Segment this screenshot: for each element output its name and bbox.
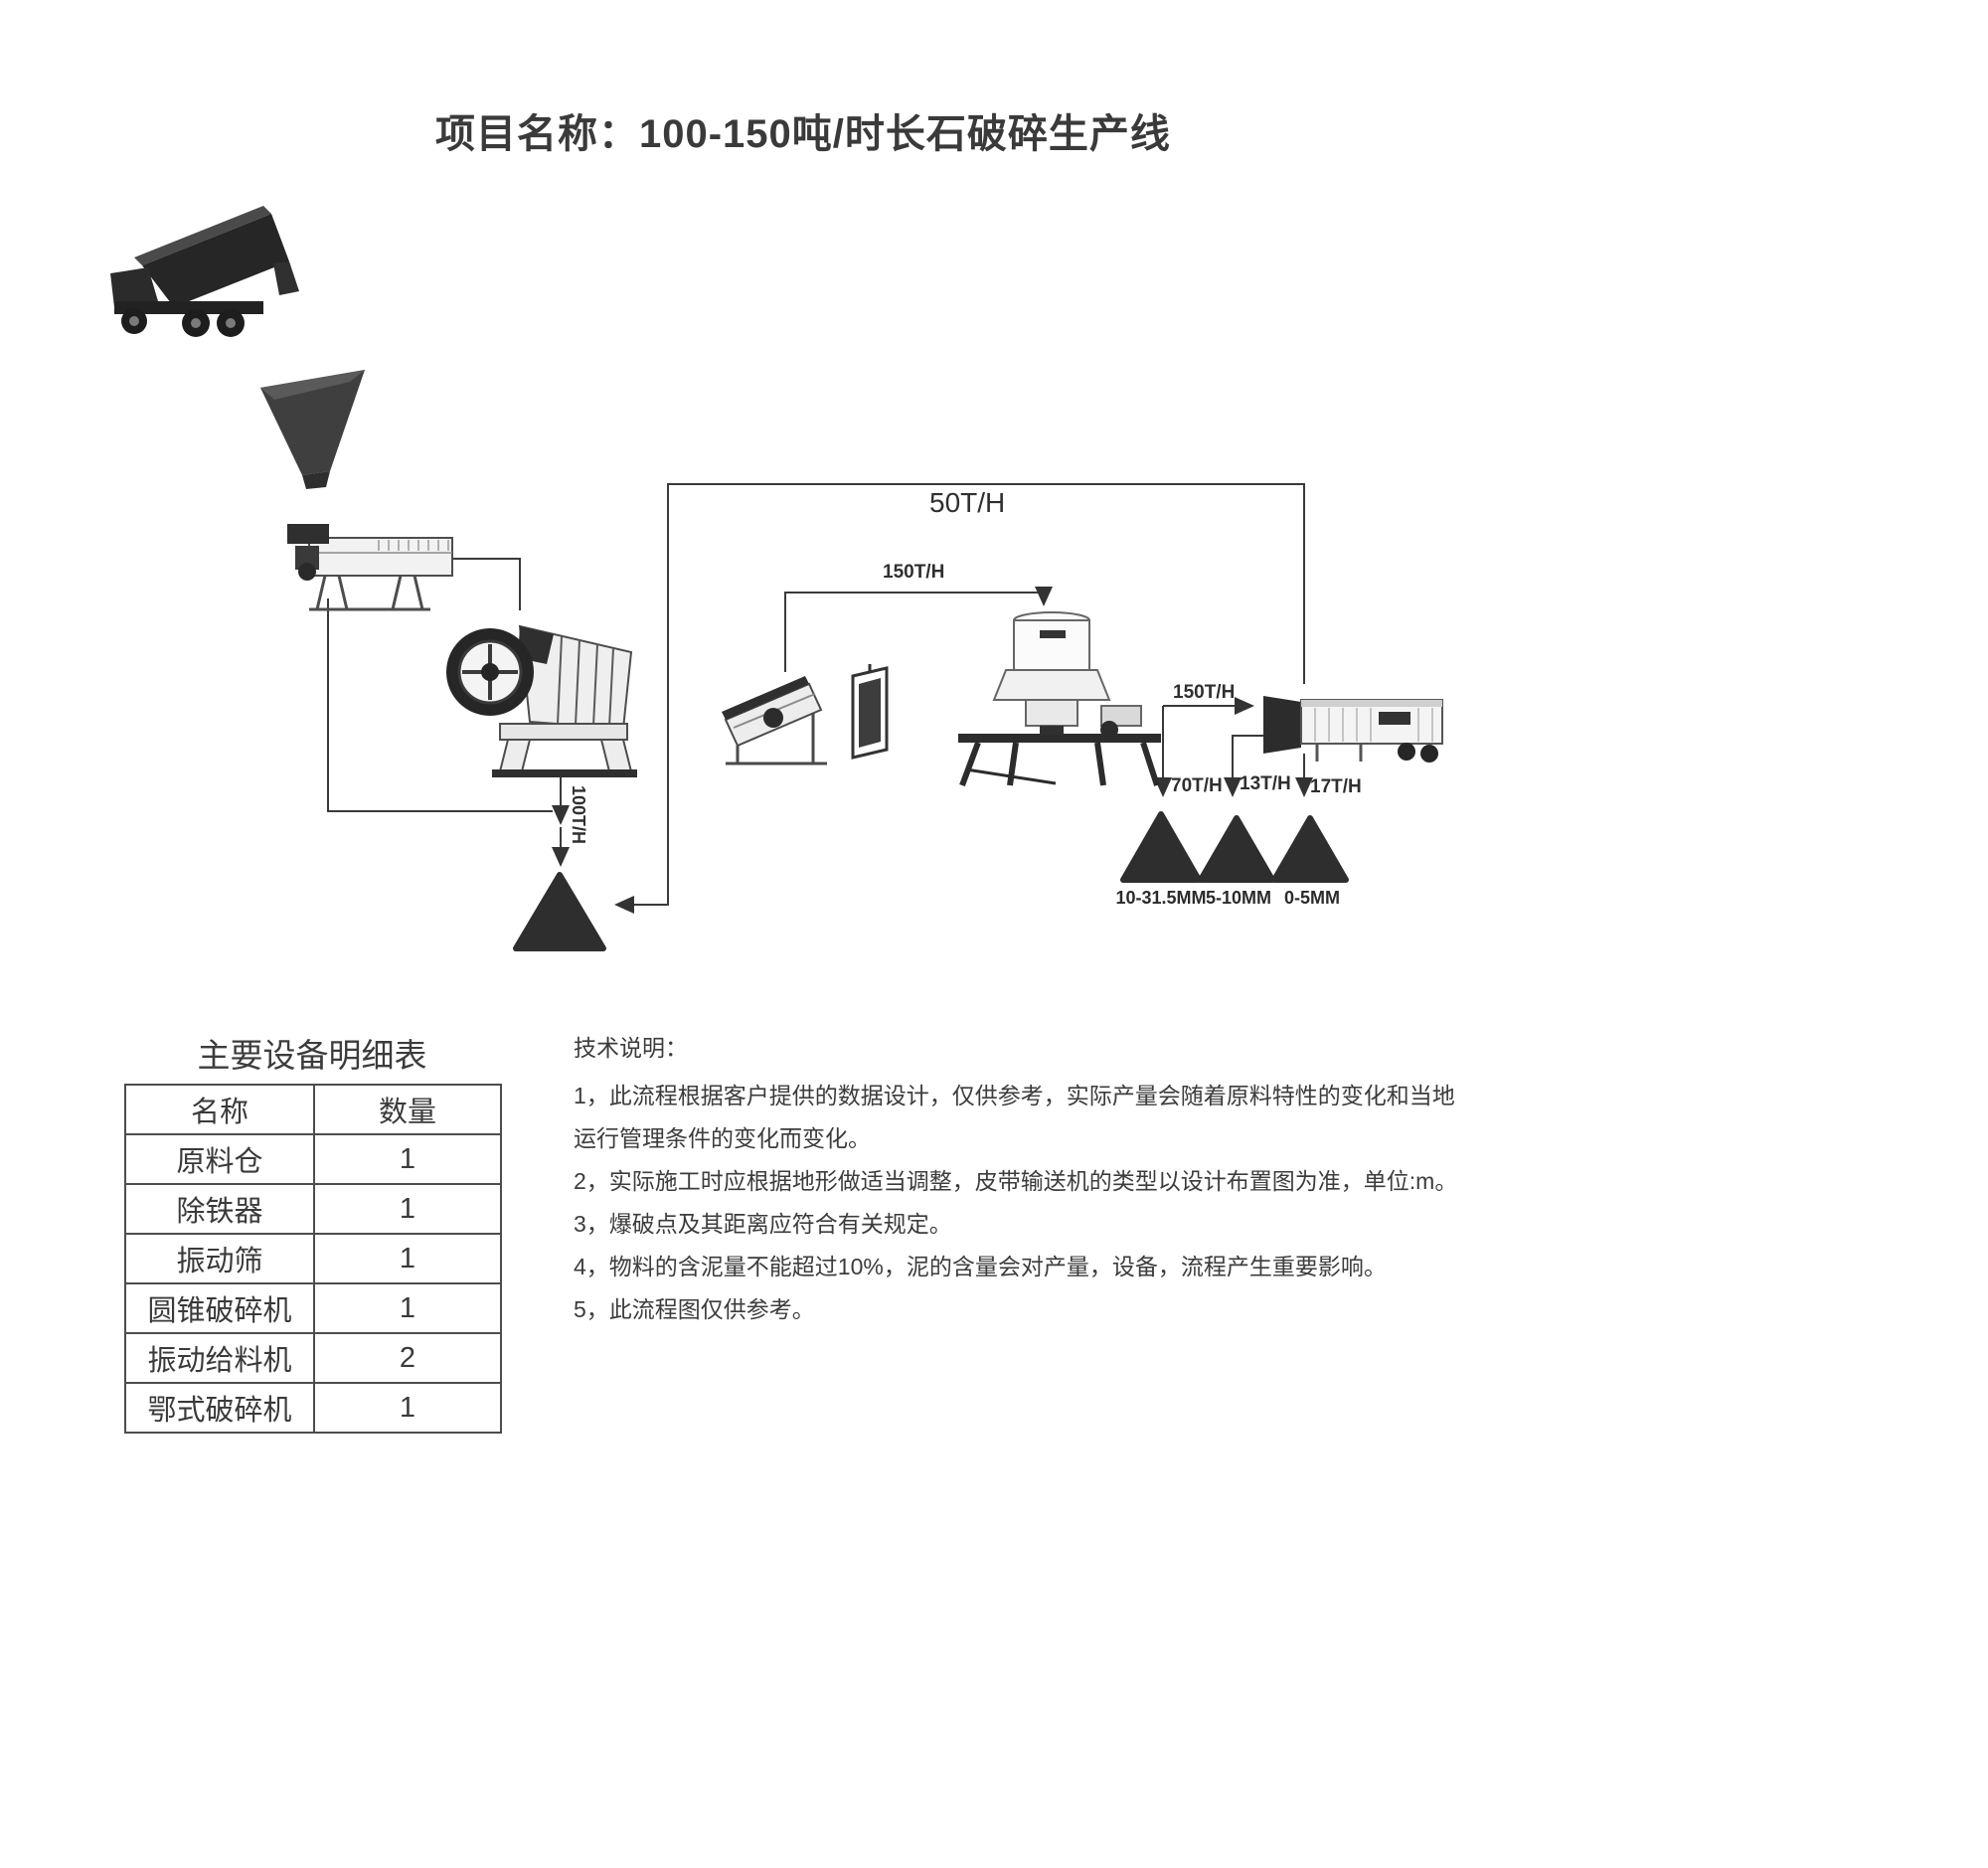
equipment-qty: 1 <box>313 1382 502 1434</box>
stockpile-medium <box>1198 815 1275 883</box>
table-row: 原料仓 1 <box>124 1133 502 1185</box>
vibrating-screen-large-illustration <box>1263 696 1443 763</box>
equipment-name: 振动给料机 <box>124 1332 315 1384</box>
equipment-qty: 1 <box>313 1183 502 1235</box>
line-screen-oversize-return <box>614 483 1305 914</box>
line-feed-to-cone <box>784 587 1053 672</box>
note-item: 3，爆破点及其距离应符合有关规定。 <box>574 1211 952 1237</box>
equipment-qty: 2 <box>313 1332 502 1384</box>
iron-remover-illustration <box>851 664 889 760</box>
note-item: 4，物料的含泥量不能超过10%，泥的含量会对产量，设备，流程产生重要影响。 <box>574 1254 1387 1279</box>
table-row: 振动给料机 2 <box>124 1332 502 1384</box>
equipment-name: 原料仓 <box>124 1133 315 1185</box>
pile-size-label-medium: 5-10MM <box>1205 888 1271 908</box>
pile-size-label-fine: 0-5MM <box>1283 888 1340 908</box>
tech-notes-title: 技术说明： <box>574 1035 688 1061</box>
transfer-stockpile <box>513 872 606 951</box>
header-qty: 数量 <box>313 1084 502 1135</box>
table-row: 除铁器 1 <box>124 1183 502 1235</box>
equipment-qty: 1 <box>313 1133 502 1185</box>
rate-label-jaw-discharge: 100T/H <box>569 785 588 845</box>
rate-label-cone-to-screen: 150T/H <box>1173 682 1236 703</box>
equipment-table-title: 主要设备明细表 <box>197 1037 427 1074</box>
dump-truck-illustration <box>110 206 299 337</box>
brand-mark <box>1379 712 1410 725</box>
rate-label-product-coarse: 70T/H <box>1171 775 1223 796</box>
tech-notes: 技术说明： 1，此流程根据客户提供的数据设计，仅供参考，实际产量会随着原料特性的… <box>574 1029 1468 1331</box>
equipment-name: 鄂式破碎机 <box>124 1382 315 1434</box>
equipment-name: 除铁器 <box>124 1183 315 1235</box>
equipment-name: 圆锥破碎机 <box>124 1282 315 1334</box>
table-row: 振动筛 1 <box>124 1233 502 1284</box>
rate-label-feed-to-cone: 150T/H <box>883 562 945 583</box>
vibrating-feeder-illustration <box>287 524 453 611</box>
brand-mark <box>1040 630 1066 638</box>
equipment-table-header-row: 名称 数量 <box>124 1084 502 1135</box>
rate-label-product-fine: 17T/H <box>1310 776 1362 797</box>
rate-label-screen-return: 50T/H <box>929 487 1006 518</box>
cone-crusher-illustration <box>958 611 1161 787</box>
header-name: 名称 <box>124 1084 315 1135</box>
table-row: 鄂式破碎机 1 <box>124 1382 502 1434</box>
note-item: 5，此流程图仅供参考。 <box>574 1296 815 1322</box>
product-stockpiles <box>1120 811 1349 883</box>
equipment-table: 名称 数量 原料仓 1 除铁器 1 振动筛 1 圆锥破碎机 1 振动给料机 2 … <box>124 1084 502 1434</box>
feed-hopper-illustration <box>260 370 365 489</box>
stockpile-coarse <box>1120 811 1202 883</box>
note-item: 2，实际施工时应根据地形做适当调整，皮带输送机的类型以设计布置图为准，单位:m。 <box>574 1168 1458 1194</box>
jaw-crusher-illustration <box>446 624 637 777</box>
line-feeder-bypass <box>327 598 553 812</box>
equipment-qty: 1 <box>313 1282 502 1334</box>
equipment-qty: 1 <box>313 1233 502 1284</box>
equipment-name: 振动筛 <box>124 1233 315 1284</box>
note-item: 1，此流程根据客户提供的数据设计，仅供参考，实际产量会随着原料特性的变化和当地运… <box>574 1083 1455 1151</box>
rate-label-product-medium: 13T/H <box>1240 773 1291 794</box>
page-title: 项目名称：100-150吨/时长石破碎生产线 <box>435 112 1171 156</box>
vibrating-screen-small-illustration <box>722 676 827 765</box>
pile-size-label-coarse: 10-31.5MM <box>1115 888 1207 908</box>
table-row: 圆锥破碎机 1 <box>124 1282 502 1334</box>
feeder-vibrator-box <box>287 524 329 544</box>
line-feeder-to-jaw <box>449 558 521 610</box>
stockpile-fine <box>1271 815 1349 883</box>
